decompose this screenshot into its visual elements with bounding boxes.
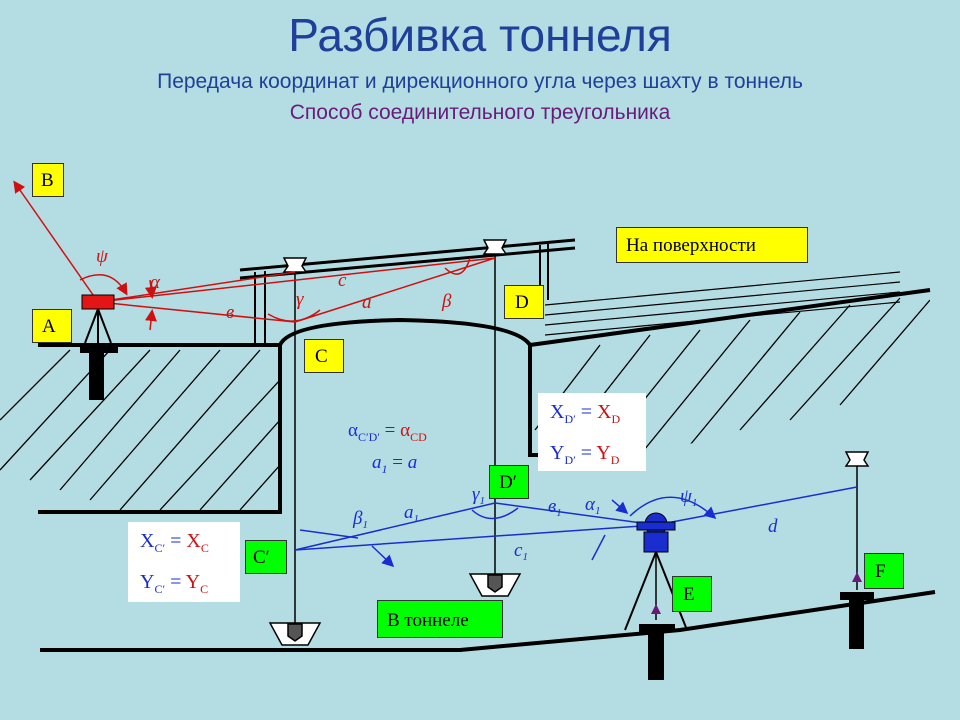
side-v1: в	[548, 496, 556, 517]
xd-eq: =	[575, 401, 598, 423]
label-a: A	[32, 309, 72, 343]
angle-beta1-sub: 1	[362, 519, 368, 531]
yd-left-sub: D′	[564, 453, 576, 467]
side-v: в	[226, 302, 234, 323]
plumb-container-icon	[268, 573, 522, 646]
side-v1-sub: 1	[556, 507, 562, 519]
tunnel-floor	[40, 590, 936, 652]
yc-eq: =	[165, 571, 186, 593]
yd-left: Y	[550, 442, 565, 464]
a-eq-mid: =	[387, 452, 408, 473]
a-eq-right: a	[407, 452, 418, 473]
angle-alpha: α	[150, 272, 161, 293]
side-d: d	[768, 516, 778, 537]
angle-alpha1-sub: 1	[595, 505, 601, 517]
theodolite-surface-icon	[80, 294, 118, 400]
xc-left-sub: C′	[154, 541, 166, 555]
xc-eq: =	[165, 530, 187, 552]
angle-gamma1: γ	[472, 484, 480, 505]
label-d-prime: D′	[489, 465, 529, 499]
svg-text:β1: β1	[352, 508, 368, 531]
label-c-prime: C′	[245, 540, 287, 574]
xc-left: X	[140, 530, 155, 552]
label-tunnel: В тоннеле	[377, 600, 503, 638]
ground-outline	[38, 288, 931, 514]
svg-text:в1: в1	[548, 496, 562, 519]
a-eq-left: a	[372, 452, 382, 473]
formula-yd: YD′ = YD	[550, 436, 634, 477]
side-a1-sub: 1	[414, 513, 420, 525]
dir-eq: =	[379, 420, 401, 441]
label-e: E	[672, 576, 712, 612]
yc-left: Y	[140, 571, 155, 593]
svg-text:γ1: γ1	[472, 484, 485, 507]
tunnel-triangle	[294, 486, 858, 568]
formula-direction: αC′D′ = αCD	[348, 420, 427, 445]
yd-right-sub: D	[610, 453, 620, 467]
angle-beta1: β	[352, 508, 363, 529]
side-c1-sub: 1	[522, 551, 528, 563]
dir-left-sub: C′D′	[357, 429, 380, 444]
angle-psi: ψ	[96, 246, 109, 267]
surface-triangle	[13, 180, 496, 331]
pulley-icon	[282, 239, 870, 467]
a-eq-left-sub: 1	[381, 461, 388, 476]
yd-eq: =	[575, 442, 597, 464]
angle-beta: β	[441, 291, 452, 312]
page-title: Разбивка тоннеля	[288, 9, 672, 61]
label-d: D	[504, 285, 544, 319]
formula-d: XD′ = XD YD′ = YD	[538, 393, 646, 471]
xd-left: X	[550, 401, 565, 423]
dir-left: α	[348, 420, 358, 441]
svg-text:α1: α1	[585, 494, 600, 517]
formula-xc: XC′ = XC	[140, 524, 228, 565]
xd-left-sub: D′	[564, 412, 576, 426]
label-surface: На поверхности	[616, 227, 808, 263]
side-c: c	[338, 270, 347, 291]
dir-right-sub: CD	[410, 429, 427, 444]
side-c1: c	[514, 540, 523, 561]
formula-yc: YC′ = YC	[140, 565, 228, 606]
yc-right: Y	[185, 571, 201, 593]
label-b: B	[32, 163, 64, 197]
method-title: Способ соединительного треугольника	[289, 101, 671, 124]
angle-psi1: ψ	[680, 486, 693, 507]
monument-f-icon	[840, 572, 874, 649]
ground-hatching	[0, 271, 930, 510]
side-a1: a	[404, 502, 414, 523]
yd-right: Y	[596, 442, 611, 464]
formula-side-a: a1 = a	[372, 452, 417, 477]
xc-right: X	[186, 530, 201, 552]
yc-left-sub: C′	[154, 582, 166, 596]
xd-right: X	[597, 401, 612, 423]
formula-c: XC′ = XC YC′ = YC	[128, 522, 240, 602]
svg-text:c1: c1	[514, 540, 528, 563]
label-c: C	[304, 339, 344, 373]
page-subtitle: Передача координат и дирекционного угла …	[157, 70, 803, 93]
plumb-wires	[294, 250, 858, 630]
side-a: a	[362, 292, 372, 313]
angle-gamma: γ	[296, 289, 304, 310]
angle-gamma1-sub: 1	[480, 495, 486, 507]
theodolite-tunnel-icon	[624, 512, 688, 680]
dir-right: α	[400, 420, 411, 441]
svg-text:a1: a1	[404, 502, 419, 525]
xd-right-sub: D	[611, 412, 621, 426]
angle-alpha1: α	[585, 494, 596, 515]
label-f: F	[864, 553, 904, 589]
angle-psi1-sub: 1	[692, 497, 698, 509]
xc-right-sub: C	[200, 541, 209, 555]
formula-xd: XD′ = XD	[550, 395, 634, 436]
svg-text:ψ1: ψ1	[680, 486, 697, 509]
yc-right-sub: C	[200, 582, 209, 596]
